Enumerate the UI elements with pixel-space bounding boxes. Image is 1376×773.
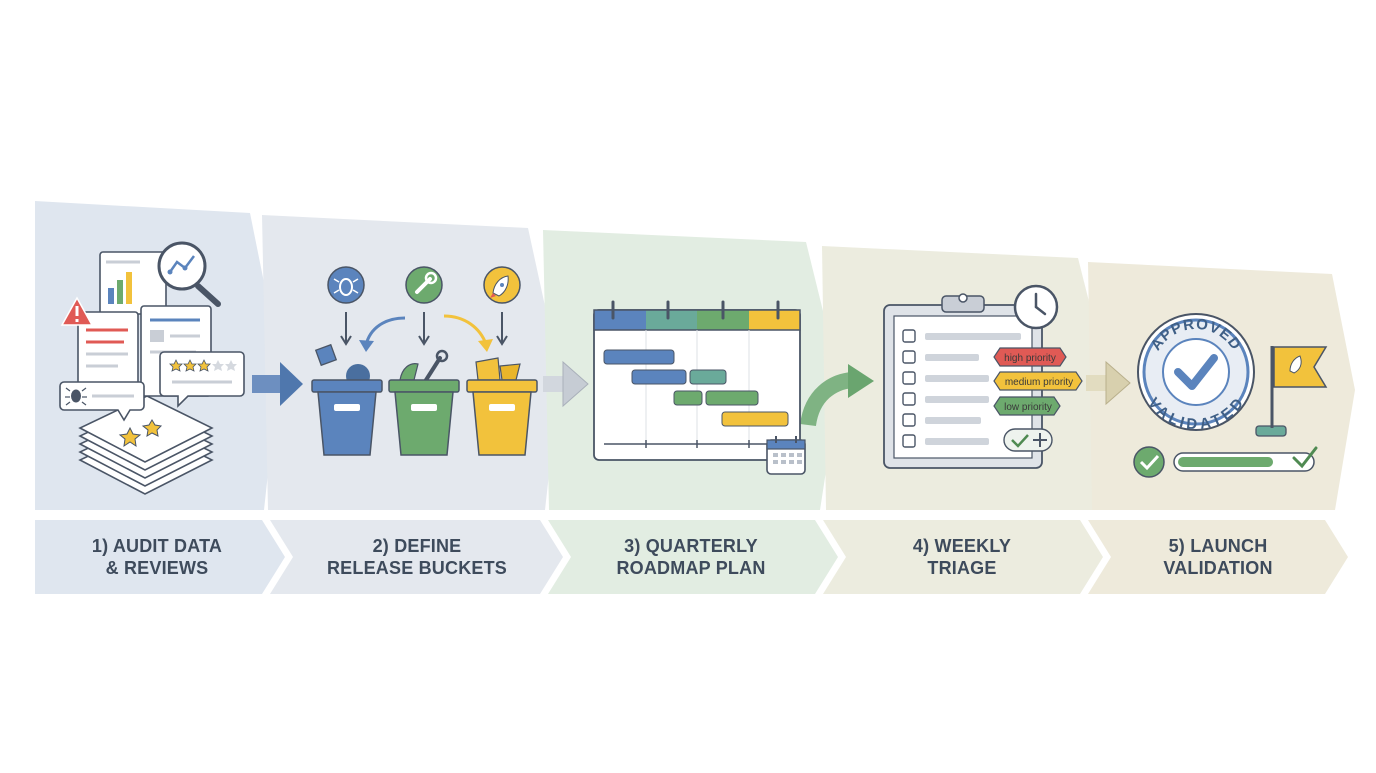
step-number-2: 2) — [372, 536, 389, 556]
priority-tag-high: high priority — [993, 347, 1067, 367]
step-label-2: 2) DEFINE RELEASE BUCKETS — [302, 522, 532, 592]
step-label-3: 3) QUARTERLY ROADMAP PLAN — [576, 522, 806, 592]
step-label-1: 1) AUDIT DATA & REVIEWS — [42, 522, 272, 592]
gantt-bars — [603, 349, 789, 427]
label-bar-3 — [548, 520, 838, 594]
step-number-5: 5) — [1168, 536, 1185, 556]
priority-tag-low: low priority — [993, 396, 1061, 416]
arrow-3-to-4 — [800, 364, 874, 427]
checklist-rows — [902, 329, 1021, 448]
green-bucket — [388, 349, 460, 456]
step-title-3-line2: ROADMAP PLAN — [616, 558, 766, 578]
step-number-4: 4) — [912, 536, 930, 556]
tag-high-text: high priority — [1004, 353, 1056, 364]
step-title-4-line1: WEEKLY — [934, 536, 1012, 556]
warning-icon — [60, 296, 94, 326]
calendar-icon — [766, 436, 806, 475]
done-check-icon — [1133, 446, 1165, 478]
label-bar-2 — [270, 520, 563, 594]
arrow-2-to-3 — [543, 360, 589, 408]
tag-low-text: low priority — [1004, 402, 1052, 413]
bug-report-bubble — [59, 381, 145, 422]
roadmap-illustration — [593, 300, 806, 475]
approved-seal-icon: APPROVED VALIDATED — [1137, 313, 1255, 433]
yellow-bucket — [466, 357, 538, 456]
step-label-4: 4) WEEKLY TRIAGE — [847, 522, 1077, 592]
checkmark-icon — [1011, 434, 1029, 448]
triage-illustration: high priority medium priority low priori… — [883, 284, 1083, 469]
priority-tag-medium: medium priority — [993, 371, 1083, 391]
step-title-4-line2: TRIAGE — [927, 558, 997, 578]
stars-icon — [118, 419, 163, 448]
progress-bar — [1173, 446, 1318, 472]
step-title-2-line1: DEFINE — [394, 536, 462, 556]
curved-arrow-yellow — [443, 314, 488, 345]
progress-check-icon — [1292, 446, 1318, 469]
step-number-3: 3) — [624, 536, 641, 556]
label-bar-5 — [1088, 520, 1348, 594]
wrench-icon — [405, 266, 443, 304]
rocket-icon — [483, 266, 521, 304]
step-title-1-line1: AUDIT DATA — [112, 536, 223, 556]
seal-checkmark-icon — [1174, 354, 1218, 390]
step-title-5-line2: VALIDATION — [1163, 558, 1273, 578]
step-title-1-line2: & REVIEWS — [105, 558, 209, 578]
step-number-1: 1) — [91, 536, 109, 556]
flag-icon — [1255, 346, 1328, 437]
launch-illustration: APPROVED VALIDATED — [1133, 313, 1328, 478]
audit-illustration — [59, 241, 245, 495]
panel-buckets — [262, 215, 560, 510]
check-plus-pill — [1003, 428, 1053, 452]
progress-fill — [1178, 457, 1274, 467]
clock-icon — [1013, 284, 1059, 330]
step-title-3-line1: QUARTERLY — [645, 536, 758, 556]
bug-icon — [65, 387, 87, 406]
step-label-5: 5) LAUNCH VALIDATION — [1103, 522, 1333, 592]
star-rating-icon — [159, 351, 245, 408]
step-title-2-line2: RELEASE BUCKETS — [326, 558, 508, 578]
buckets-illustration — [311, 266, 538, 456]
label-bar-1 — [35, 520, 285, 594]
bar-chart-icon — [106, 260, 140, 304]
step-title-5-line1: LAUNCH — [1190, 536, 1268, 556]
arrow-1-to-2 — [252, 362, 303, 406]
tag-medium-text: medium priority — [1005, 377, 1073, 388]
blue-bucket — [311, 343, 383, 456]
arrow-4-to-5 — [1086, 360, 1131, 406]
label-bar-4 — [823, 520, 1103, 594]
bug-category-icon — [327, 266, 365, 304]
magnifier-icon — [157, 241, 221, 307]
